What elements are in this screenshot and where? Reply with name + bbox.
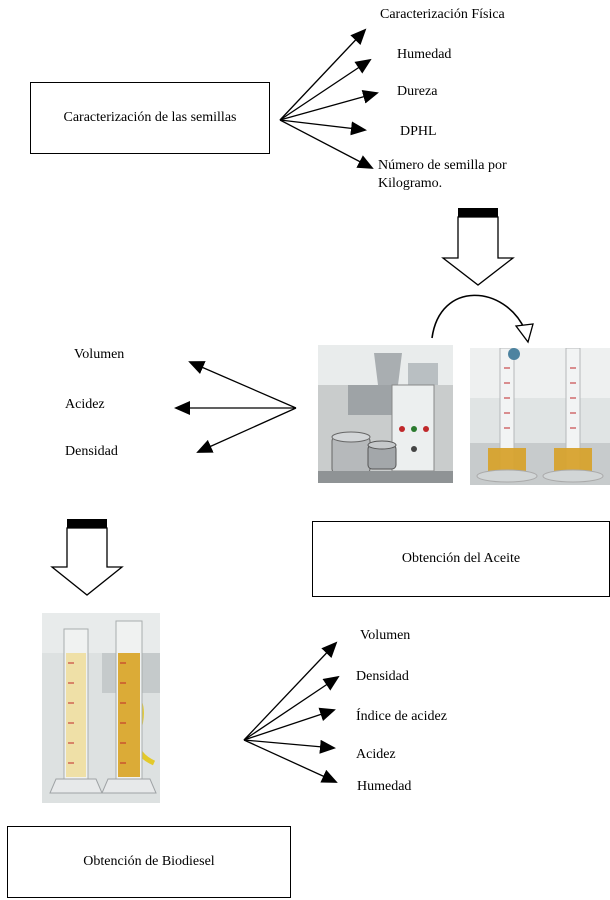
oil-arrow-density <box>196 407 297 453</box>
biodiesel-cylinders-photo <box>42 613 160 803</box>
oil-item-density: Densidad <box>65 444 118 459</box>
biodiesel-item-acid-index: Índice de acidez <box>356 709 447 724</box>
oil-extraction-label: Obtención del Aceite <box>401 550 521 566</box>
biodiesel-item-density: Densidad <box>356 669 409 684</box>
seed-arrow-physical <box>279 28 367 121</box>
seed-characterization-label: Caracterización de las semillas <box>63 109 237 125</box>
oil-cylinders-photo <box>470 348 610 485</box>
biodiesel-item-moisture: Humedad <box>357 779 412 794</box>
curved-transfer-arrow <box>431 294 526 339</box>
down-arrow-1 <box>441 208 515 286</box>
biodiesel-arrow-density <box>243 675 340 741</box>
seed-item-physical: Caracterización Física <box>380 7 505 22</box>
seed-arrow-hardness <box>279 90 379 121</box>
biodiesel-box: Obtención de Biodiesel <box>7 826 291 898</box>
seed-arrow-moisture <box>279 58 372 121</box>
seed-characterization-box: Caracterización de las semillas <box>30 82 270 154</box>
biodiesel-arrow-acidity <box>243 739 336 754</box>
biodiesel-arrow-moisture <box>243 739 338 783</box>
down-arrow-2 <box>50 519 124 596</box>
oil-item-volume: Volumen <box>74 347 125 362</box>
oil-extraction-box: Obtención del Aceite <box>312 521 610 597</box>
biodiesel-item-acidity: Acidez <box>356 747 396 762</box>
seed-item-seeds-per-kg: Número de semilla por Kilogramo. <box>378 158 507 192</box>
biodiesel-label: Obtención de Biodiesel <box>83 853 215 869</box>
seed-item-moisture: Humedad <box>397 47 452 62</box>
seed-item-hardness: Dureza <box>397 84 438 99</box>
oil-press-photo <box>318 345 453 483</box>
seed-arrow-seeds-per-kg <box>279 119 374 169</box>
oil-arrow-volume <box>188 361 297 409</box>
biodiesel-item-volume: Volumen <box>360 628 411 643</box>
biodiesel-arrow-volume <box>243 641 338 741</box>
seed-item-dphl: DPHL <box>400 124 437 139</box>
seed-arrow-dphl <box>279 119 367 136</box>
oil-item-acidity: Acidez <box>65 397 105 412</box>
biodiesel-arrow-acid-index <box>243 707 336 741</box>
